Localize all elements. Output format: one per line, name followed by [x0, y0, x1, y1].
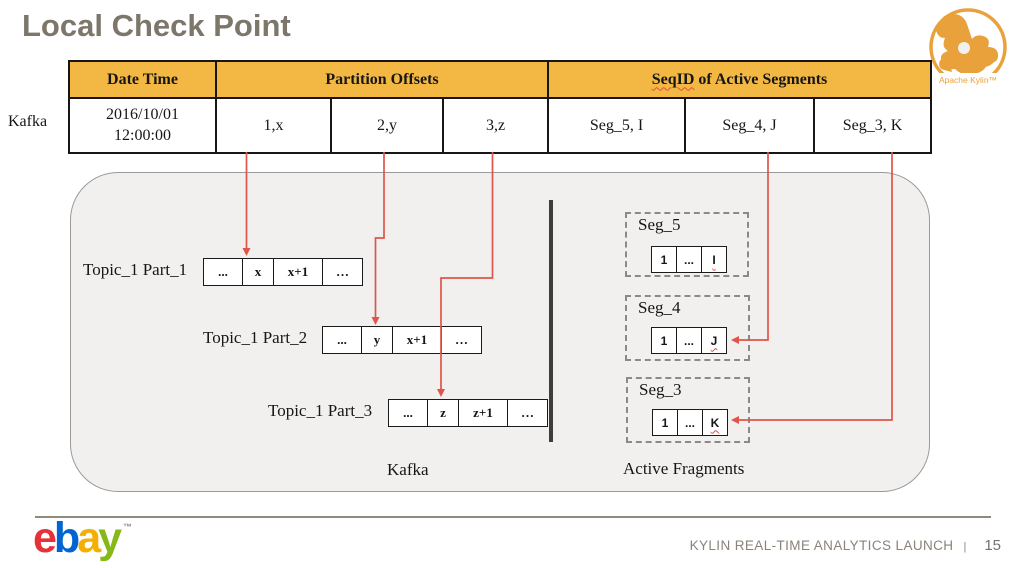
kafka-row-label: Kafka: [8, 113, 48, 130]
seg4-label: Seg_4: [638, 298, 681, 317]
topic1-part2-cells: ... y x+1 …: [322, 326, 482, 354]
partition-cell: x+1: [274, 258, 323, 286]
page-number: 15: [984, 537, 1001, 554]
seg5-cells: 1 ... I: [651, 246, 727, 273]
partition-cell: …: [323, 258, 363, 286]
segment-cell: ...: [678, 409, 703, 436]
partition-cell: ...: [203, 258, 243, 286]
ebay-letter-y: y: [98, 514, 122, 562]
kylin-logo-label: Apache Kylin™: [939, 75, 997, 85]
datetime-line2: 12:00:00: [114, 126, 171, 144]
partition-cell: ...: [388, 399, 428, 427]
cell-offset-1: 1,x: [215, 99, 330, 152]
seg5-label: Seg_5: [638, 215, 681, 234]
topic1-part1-label: Topic_1 Part_1: [83, 260, 188, 279]
kafka-zone-label: Kafka: [387, 460, 429, 479]
segment-cell: ...: [677, 327, 702, 354]
partition-cell: ...: [322, 326, 362, 354]
ebay-letter-a: a: [77, 514, 101, 562]
seg4-cells: 1 ... J: [651, 327, 727, 354]
cell-segment-3: Seg_3, K: [813, 99, 930, 152]
ebay-letter-b: b: [53, 514, 80, 562]
topic1-part1-cells: ... x x+1 …: [203, 258, 363, 286]
cell-offset-3: 3,z: [442, 99, 547, 152]
partition-cell: z+1: [459, 399, 508, 427]
seg3-box: Seg_3 1 ... K: [626, 377, 750, 443]
footer-caption: KYLIN REAL-TIME ANALYTICS LAUNCH | 15: [690, 537, 1001, 554]
header-seqid-active-segments: SeqID of Active Segments: [547, 62, 930, 99]
apache-kylin-logo: Apache Kylin™: [929, 8, 1007, 86]
kafka-fragments-container: [70, 172, 930, 492]
seg5-box: Seg_5 1 ... I: [625, 212, 749, 277]
footer-title: KYLIN REAL-TIME ANALYTICS LAUNCH: [689, 538, 954, 553]
segment-cell: 1: [652, 409, 678, 436]
segment-cell: ...: [677, 246, 702, 273]
cell-datetime: 2016/10/01 12:00:00: [70, 99, 215, 152]
segment-cell: K: [703, 409, 728, 436]
topic1-part3-cells: ... z z+1 …: [388, 399, 548, 427]
partition-cell: x: [243, 258, 274, 286]
slide-title: Local Check Point: [22, 8, 291, 43]
partition-cell: y: [362, 326, 393, 354]
seg3-label: Seg_3: [639, 380, 682, 399]
partition-cell: …: [508, 399, 548, 427]
vertical-divider: [549, 200, 553, 442]
segment-cell: 1: [651, 327, 677, 354]
active-fragments-label: Active Fragments: [623, 459, 745, 478]
header-seqid-word: SeqID: [651, 70, 695, 88]
ebay-trademark: ™: [123, 522, 133, 532]
topic1-part2-label: Topic_1 Part_2: [203, 328, 308, 347]
header-partition-offsets: Partition Offsets: [215, 62, 547, 99]
topic1-part3-label: Topic_1 Part_3: [268, 401, 373, 420]
cell-segment-4: Seg_4, J: [684, 99, 813, 152]
footer-separator: |: [963, 541, 967, 553]
partition-cell: …: [442, 326, 482, 354]
segment-cell: I: [702, 246, 727, 273]
datetime-line1: 2016/10/01: [106, 105, 179, 123]
cell-offset-2: 2,y: [330, 99, 442, 152]
kylin-text-band: [932, 73, 1004, 86]
cell-segment-5: Seg_5, I: [547, 99, 684, 152]
ebay-letter-e: e: [33, 514, 57, 562]
segment-cell: 1: [651, 246, 677, 273]
seg4-box: Seg_4 1 ... J: [625, 295, 750, 361]
checkpoint-table: Date Time Partition Offsets SeqID of Act…: [68, 60, 932, 154]
kylin-creature-curl: [958, 42, 970, 54]
header-seqid-rest: of Active Segments: [694, 70, 828, 88]
partition-cell: z: [428, 399, 459, 427]
seg3-cells: 1 ... K: [652, 409, 728, 436]
segment-cell: J: [702, 327, 727, 354]
footer-divider: [35, 516, 991, 518]
header-date-time: Date Time: [70, 62, 215, 99]
partition-cell: x+1: [393, 326, 442, 354]
